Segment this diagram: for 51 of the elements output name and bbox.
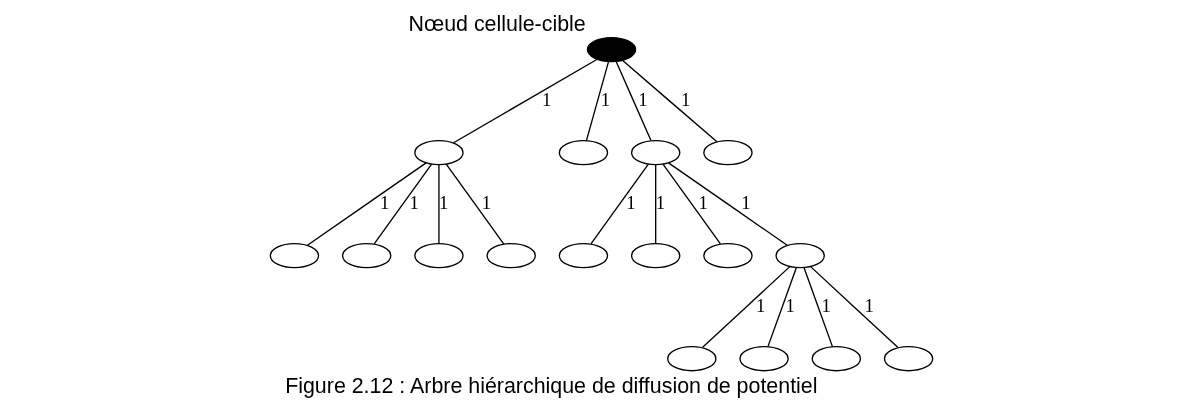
node-ellipse: [703, 139, 753, 166]
connector: [667, 162, 788, 246]
edge-label: 1: [821, 295, 831, 317]
node-ellipse: [341, 242, 392, 269]
connector: [702, 265, 791, 348]
edge-label: 1: [741, 192, 751, 214]
connector: [445, 163, 505, 245]
node-ellipse: [269, 242, 320, 269]
node-ellipse: [486, 242, 536, 269]
edge-label: 1: [756, 295, 766, 317]
connector: [662, 163, 722, 245]
edge-label: 1: [626, 192, 636, 214]
connector: [373, 163, 433, 245]
edge-label: 1: [600, 89, 611, 111]
caption: Figure 2.12 : Arbre hiérarchique de diffusion de potentiel: [285, 374, 818, 399]
connector: [615, 61, 652, 141]
edge-label: 1: [541, 89, 552, 111]
edge-label: 1: [681, 89, 691, 111]
connector: [809, 265, 899, 348]
connector: [655, 164, 657, 244]
connector: [452, 58, 598, 144]
edge-label: 1: [481, 192, 492, 214]
node-label: Nœud cellule-cible: [408, 11, 586, 36]
edge-label: 1: [698, 192, 708, 214]
connector: [767, 267, 797, 348]
edge-label: 1: [785, 295, 795, 317]
node-ellipse: [558, 242, 609, 269]
edge-label: 1: [380, 192, 390, 214]
connector: [306, 162, 427, 246]
node-ellipse: [630, 139, 681, 166]
edge-label: 1: [409, 192, 419, 214]
node-ellipse: [703, 242, 753, 269]
edge-label: 1: [638, 89, 648, 111]
node-ellipse: [630, 242, 681, 269]
node-ellipse: [558, 139, 609, 166]
edge-label: 1: [655, 192, 666, 214]
connector: [622, 59, 718, 143]
node-ellipse: [414, 139, 464, 166]
connector: [585, 61, 610, 141]
connector: [590, 163, 649, 245]
node-ellipse: [775, 242, 825, 269]
connector: [803, 267, 834, 348]
node-ellipse: [414, 242, 464, 269]
edge-label: 1: [438, 192, 449, 214]
node-ellipse: [739, 345, 789, 372]
node-ellipse: [883, 345, 934, 372]
connector: [438, 164, 440, 244]
node-ellipse: [811, 345, 862, 372]
node-ellipse: [667, 345, 717, 372]
node-ellipse: [586, 36, 637, 63]
edge-label: 1: [864, 295, 874, 317]
